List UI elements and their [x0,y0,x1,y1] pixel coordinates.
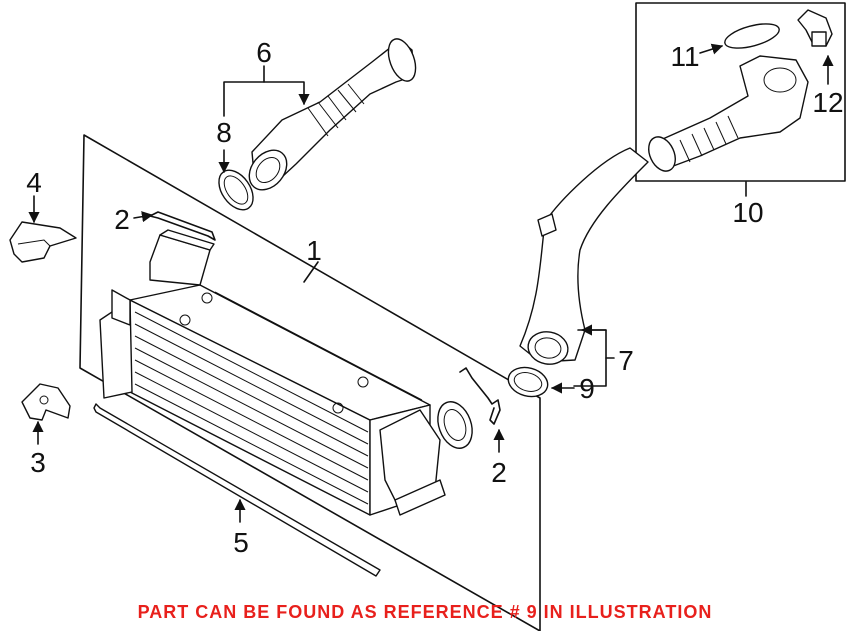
seal-strip [93,403,381,577]
clip-upper [149,211,216,241]
charge-pipe-7 [519,147,649,365]
bracket-4 [9,221,77,263]
callout-2-upper: 2 [114,204,130,235]
o-ring-9 [507,366,549,398]
throttle-pipe-10 [648,55,809,172]
intercooler-group-frame [79,134,541,631]
callout-9: 9 [579,373,595,404]
callout-7: 7 [618,345,634,376]
callout-11: 11 [670,41,699,72]
reference-notice: PART CAN BE FOUND AS REFERENCE # 9 IN IL… [137,602,713,622]
callout-3: 3 [30,447,46,478]
callout-12: 12 [812,87,843,118]
clip-lower [459,367,501,425]
callout-1: 1 [306,235,322,266]
sensor-12 [797,9,833,47]
callout-10: 10 [732,197,763,228]
callout-5: 5 [233,527,249,558]
callout-8: 8 [216,117,232,148]
throttle-pipe-group-frame [635,2,846,182]
callout-6: 6 [256,37,272,68]
callout-4: 4 [26,167,42,198]
intercooler [99,229,473,516]
air-hose-6 [248,38,417,191]
bracket-3 [21,383,71,421]
callout-2-lower: 2 [491,457,507,488]
gasket-11 [724,23,780,49]
